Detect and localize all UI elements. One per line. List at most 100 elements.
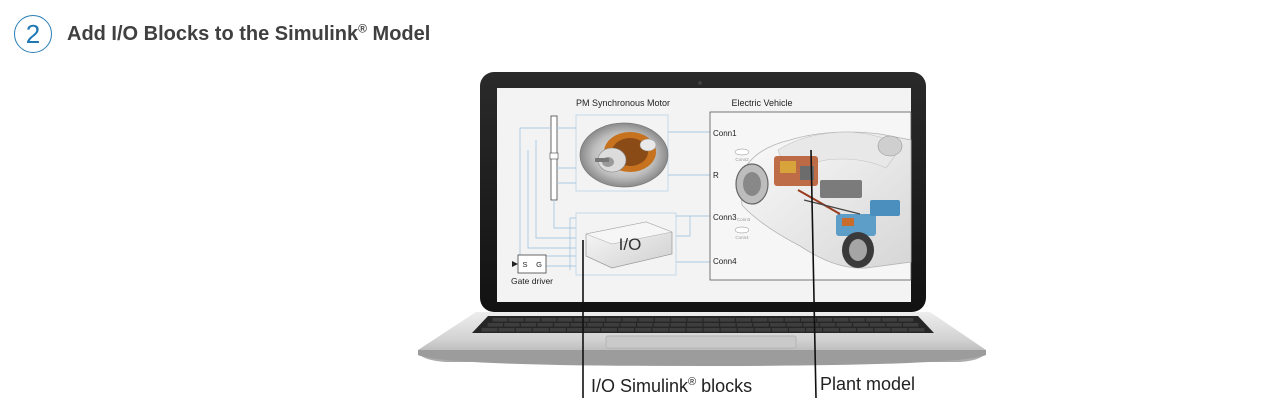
- keyboard-keys: [481, 318, 925, 332]
- gate-driver-block: [517, 254, 547, 274]
- camera-dot: [698, 81, 702, 85]
- keyboard-key: [652, 328, 669, 332]
- car-cutaway-image: [735, 131, 912, 269]
- step-number-badge: 2: [14, 15, 52, 53]
- port-conn4-label: Conn4: [713, 257, 737, 266]
- plant-model-callout: Plant model: [820, 374, 916, 394]
- keyboard-key: [637, 323, 653, 327]
- keyboard-key: [754, 328, 771, 332]
- keyboard-key: [789, 328, 805, 332]
- step-header: 2 Add I/O Blocks to the Simulink® Model: [14, 14, 430, 54]
- keyboard-key: [567, 328, 583, 332]
- keyboard-key: [819, 323, 836, 327]
- keyboard-key: [882, 318, 898, 322]
- keyboard-key: [557, 318, 573, 322]
- simulink-model: PM Synchronous Motor: [511, 98, 912, 286]
- small-port-conn2: Conn2: [735, 157, 749, 162]
- keyboard-key: [532, 328, 549, 332]
- gate-driver-label: Gate driver: [511, 276, 553, 286]
- keyboard-key: [768, 318, 784, 322]
- signal-lines: [519, 127, 710, 270]
- port-conn4-icon: [734, 226, 750, 234]
- keyboard-key: [719, 318, 735, 322]
- registered-mark: ®: [358, 20, 367, 35]
- keyboard-key: [869, 323, 886, 327]
- keyboard-key: [584, 328, 600, 332]
- keyboard-key: [853, 323, 869, 327]
- keyboard-key: [770, 323, 786, 327]
- port-conn1-label: Conn1: [713, 129, 737, 138]
- port-r-label: R: [713, 171, 719, 180]
- keyboard-key: [908, 328, 925, 332]
- keyboard-key: [736, 323, 753, 327]
- keyboard-key: [817, 318, 833, 322]
- keyboard-key: [857, 328, 874, 332]
- keyboard-key: [703, 318, 719, 322]
- keyboard-key: [703, 323, 719, 327]
- keyboard-key: [784, 318, 800, 322]
- keyboard-key: [687, 323, 703, 327]
- keyboard-key: [620, 323, 636, 327]
- keyboard-key: [670, 323, 686, 327]
- gate-port-s: S: [522, 260, 527, 269]
- keyboard-key: [525, 318, 541, 322]
- keyboard-key: [823, 328, 839, 332]
- keyboard-key: [570, 323, 587, 327]
- keyboard-key: [849, 318, 865, 322]
- bus-bar-tap: [549, 152, 559, 160]
- gate-driver-input-arrow: [512, 261, 518, 267]
- small-port-conn3: Conn3: [737, 217, 751, 222]
- keyboard-key: [481, 328, 498, 332]
- keyboard-key: [720, 328, 737, 332]
- keyboard-key: [720, 323, 736, 327]
- keyboard-key: [520, 323, 537, 327]
- keyboard-key: [737, 328, 754, 332]
- keyboard-key: [590, 318, 605, 322]
- motor-image: [579, 122, 669, 188]
- keyboard-key: [840, 328, 857, 332]
- keyboard-key: [487, 323, 503, 327]
- keyboard-key: [549, 328, 566, 332]
- keyboard-key: [874, 328, 891, 332]
- port-conn3-label: Conn3: [713, 213, 737, 222]
- keyboard-key: [801, 318, 816, 322]
- keyboard-key: [865, 318, 881, 322]
- keyboard-key: [601, 328, 617, 332]
- keyboard-key: [753, 323, 769, 327]
- keyboard-key: [622, 318, 638, 322]
- step-title: Add I/O Blocks to the Simulink® Model: [67, 20, 431, 45]
- keyboard-key: [606, 318, 622, 322]
- keyboard-key: [771, 328, 788, 332]
- keyboard-key: [752, 318, 768, 322]
- keyboard-key: [537, 323, 553, 327]
- keyboard-key: [603, 323, 620, 327]
- io-block-label: I/O: [619, 235, 642, 254]
- step-number: 2: [25, 18, 41, 49]
- plant-callout-line: [810, 149, 817, 399]
- keyboard-key: [618, 328, 635, 332]
- keyboard-key: [669, 328, 686, 332]
- keyboard-key: [508, 318, 524, 322]
- trackpad: [605, 335, 797, 349]
- keyboard-key: [687, 318, 703, 322]
- keyboard-key: [836, 323, 852, 327]
- laptop-base-edge: [418, 350, 986, 366]
- keyboard-key: [833, 318, 849, 322]
- keyboard-key: [803, 323, 819, 327]
- io-blocks-callout: I/O Simulink® blocks: [591, 376, 753, 396]
- keyboard-key: [654, 318, 670, 322]
- keyboard-key: [587, 323, 603, 327]
- keyboard-key: [736, 318, 752, 322]
- keyboard-key: [515, 328, 532, 332]
- small-port-conn4: Conn4: [735, 235, 749, 240]
- keyboard-key: [492, 318, 508, 322]
- io-block-frame: [575, 212, 677, 276]
- port-conn2-icon: [734, 148, 750, 156]
- keyboard-key: [903, 323, 919, 327]
- keyboard-key: [573, 318, 589, 322]
- keyboard-key: [498, 328, 515, 332]
- vehicle-block-title: Electric Vehicle: [731, 98, 792, 108]
- keyboard-key: [635, 328, 652, 332]
- keyboard-key: [638, 318, 654, 322]
